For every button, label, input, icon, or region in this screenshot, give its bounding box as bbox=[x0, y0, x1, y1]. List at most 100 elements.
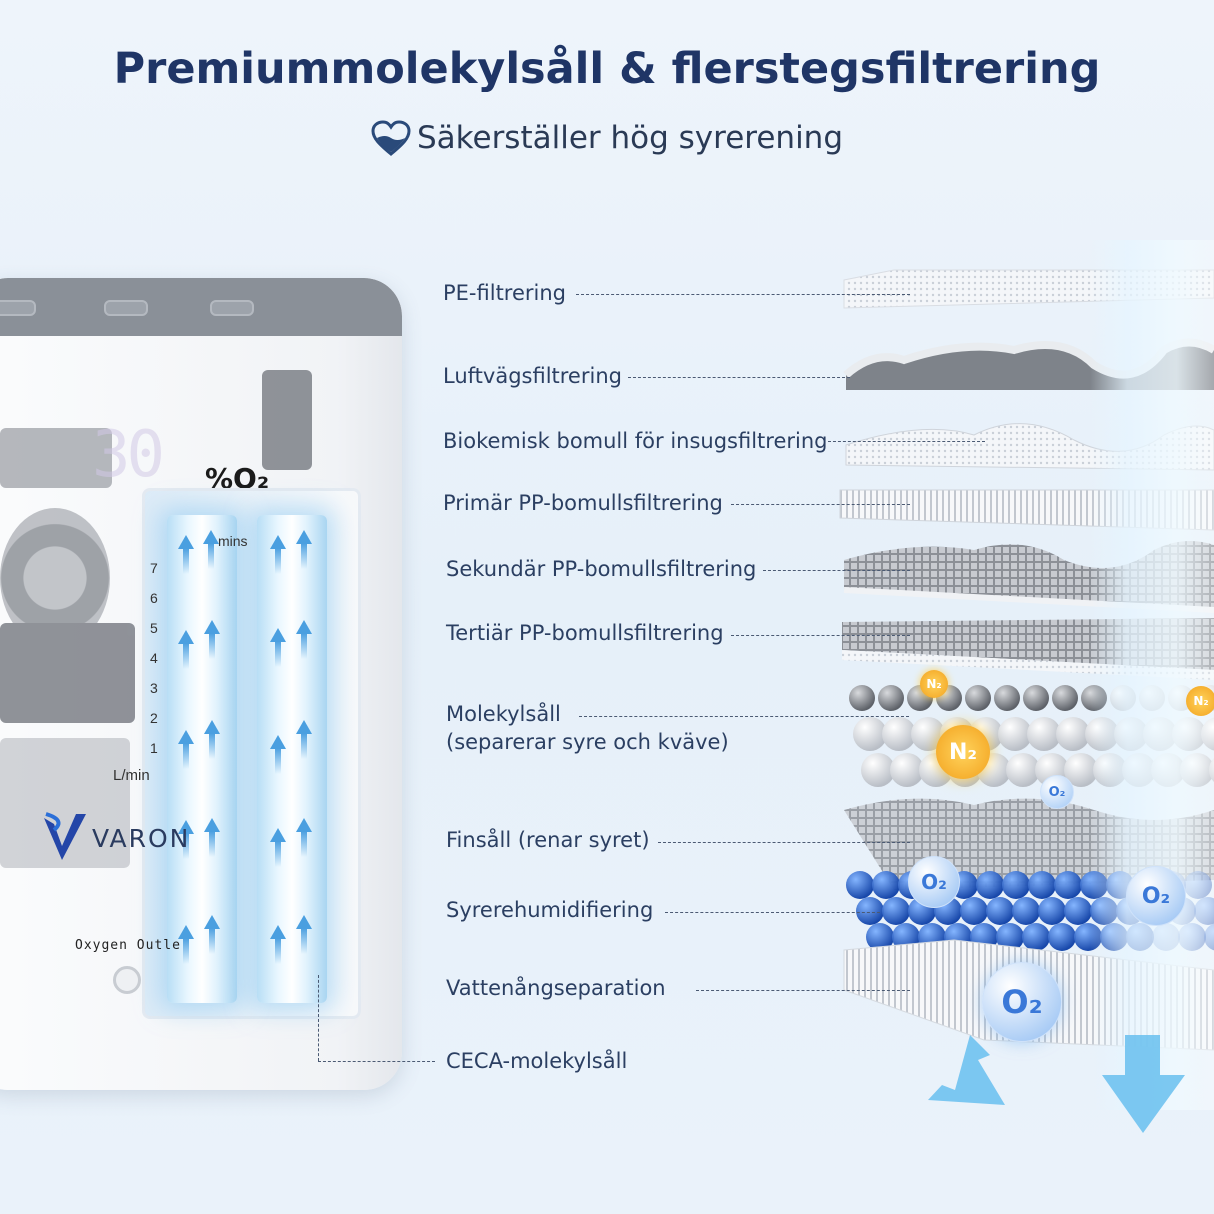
output-arrow-icon bbox=[1102, 1035, 1185, 1133]
filter-label-text: Tertiär PP-bomullsfiltrering bbox=[446, 621, 724, 645]
filter-label: Luftvägsfiltrering bbox=[443, 364, 622, 388]
filter-label-text: Sekundär PP-bomullsfiltrering bbox=[446, 557, 757, 581]
o2-molecule: O₂ bbox=[982, 962, 1062, 1042]
flow-scale-tick: 1 bbox=[150, 740, 158, 756]
humidifier-bead bbox=[1038, 897, 1066, 925]
up-arrow-icon bbox=[270, 535, 286, 574]
sieve-ball bbox=[882, 717, 916, 751]
device-button bbox=[210, 300, 254, 316]
internal-component bbox=[262, 370, 312, 470]
up-arrow-icon bbox=[270, 925, 286, 964]
humidifier-bead bbox=[846, 871, 874, 899]
filter-label: PE-filtrering bbox=[443, 281, 566, 305]
sieve-ball bbox=[1052, 685, 1078, 711]
flow-scale-tick: 6 bbox=[150, 590, 158, 606]
up-arrow-icon bbox=[296, 620, 312, 659]
leader-line bbox=[696, 990, 910, 991]
o2-molecule: O₂ bbox=[908, 856, 960, 908]
leader-line bbox=[579, 716, 909, 717]
filter-label: Biokemisk bomull för insugsfiltrering bbox=[443, 429, 828, 453]
device-button bbox=[104, 300, 148, 316]
up-arrow-icon bbox=[270, 828, 286, 867]
device-internals bbox=[0, 338, 360, 1058]
up-arrow-icon bbox=[178, 535, 194, 574]
filter-label: CECA-molekylsåll bbox=[446, 1049, 627, 1073]
sieve-column bbox=[167, 515, 237, 1003]
filter-label: Syrerehumidifiering bbox=[446, 898, 653, 922]
leader-line bbox=[828, 441, 985, 442]
flow-unit-label: L/min bbox=[113, 767, 150, 784]
filter-label: Vattenångseparation bbox=[446, 976, 666, 1000]
sieve-ball bbox=[849, 685, 875, 711]
page-title: Premiummolekylsåll & flerstegsfiltrering bbox=[113, 44, 1101, 94]
up-arrow-icon bbox=[204, 720, 220, 759]
varon-logo-icon bbox=[44, 812, 86, 860]
up-arrow-icon bbox=[204, 818, 220, 857]
airflow-glow bbox=[1090, 240, 1214, 1110]
n2-molecule: N₂ bbox=[936, 725, 990, 779]
sieve-ball bbox=[861, 753, 895, 787]
flow-scale-tick: 7 bbox=[150, 560, 158, 576]
mins-label: mins bbox=[218, 533, 248, 549]
humidifier-bead bbox=[976, 871, 1004, 899]
up-arrow-icon bbox=[296, 818, 312, 857]
humidifier-bead bbox=[1064, 897, 1092, 925]
leader-line bbox=[763, 570, 910, 571]
sieve-ball bbox=[1056, 717, 1090, 751]
sieve-ball bbox=[1064, 753, 1098, 787]
humidifier-bead bbox=[1002, 871, 1030, 899]
humidifier-bead bbox=[996, 923, 1024, 951]
humidifier-bead bbox=[866, 923, 894, 951]
sieve-ball bbox=[1023, 685, 1049, 711]
filter-label: Finsåll (renar syret) bbox=[446, 828, 650, 852]
up-arrow-icon bbox=[203, 530, 219, 569]
humidifier-bead bbox=[960, 897, 988, 925]
up-arrow-icon bbox=[178, 925, 194, 964]
o2-molecule: O₂ bbox=[1126, 866, 1186, 926]
humidifier-bead bbox=[1048, 923, 1076, 951]
ceca-bracket bbox=[318, 975, 319, 1061]
filter-label-text: Finsåll (renar syret) bbox=[446, 828, 650, 852]
oxygen-outlet-label: Oxygen Outle bbox=[75, 938, 181, 953]
leader-line bbox=[628, 377, 850, 378]
filter-label-text: Molekylsåll bbox=[446, 702, 561, 726]
filter-label-text: Vattenångseparation bbox=[446, 976, 666, 1000]
up-arrow-icon bbox=[178, 820, 194, 859]
brand-name: VARON bbox=[92, 823, 191, 853]
up-arrow-icon bbox=[296, 915, 312, 954]
up-arrow-icon bbox=[178, 730, 194, 769]
flow-scale-tick: 5 bbox=[150, 620, 158, 636]
device-button bbox=[0, 300, 36, 316]
o2-molecule: O₂ bbox=[1040, 775, 1074, 809]
sieve-column bbox=[257, 515, 327, 1003]
flow-scale-tick: 4 bbox=[150, 650, 158, 666]
sieve-ball bbox=[878, 685, 904, 711]
humidifier-bead bbox=[986, 897, 1014, 925]
internal-component bbox=[0, 428, 112, 488]
filter-label: Sekundär PP-bomullsfiltrering bbox=[446, 557, 756, 581]
humidifier-bead bbox=[1028, 871, 1056, 899]
leader-line bbox=[731, 504, 910, 505]
filter-label: Tertiär PP-bomullsfiltrering bbox=[446, 621, 724, 645]
subtitle-text: Säkerställer hög syrerening bbox=[416, 120, 844, 156]
brand-logo: VARON bbox=[42, 810, 190, 866]
sieve-ball bbox=[1027, 717, 1061, 751]
up-arrow-icon bbox=[296, 720, 312, 759]
leader-line bbox=[318, 1061, 435, 1062]
n2-molecule: N₂ bbox=[1186, 686, 1214, 716]
humidifier-bead bbox=[1012, 897, 1040, 925]
filter-label-text: Luftvägsfiltrering bbox=[443, 364, 622, 388]
humidifier-bead bbox=[882, 897, 910, 925]
filter-sublabel-text: (separerar syre och kväve) bbox=[446, 730, 729, 754]
sieve-ball bbox=[1006, 753, 1040, 787]
filter-label-text: CECA-molekylsåll bbox=[446, 1049, 628, 1073]
up-arrow-icon bbox=[204, 620, 220, 659]
heart-icon bbox=[371, 120, 411, 156]
subtitle: Säkerställer hög syrerening bbox=[0, 120, 1214, 156]
filter-label: Molekylsåll (separerar syre och kväve) bbox=[446, 702, 729, 754]
n2-molecule: N₂ bbox=[920, 670, 948, 698]
oxygen-display: 30 bbox=[92, 418, 165, 492]
leader-line bbox=[665, 912, 880, 913]
filter-label-text: Syrerehumidifiering bbox=[446, 898, 654, 922]
device-top-panel bbox=[0, 278, 402, 336]
